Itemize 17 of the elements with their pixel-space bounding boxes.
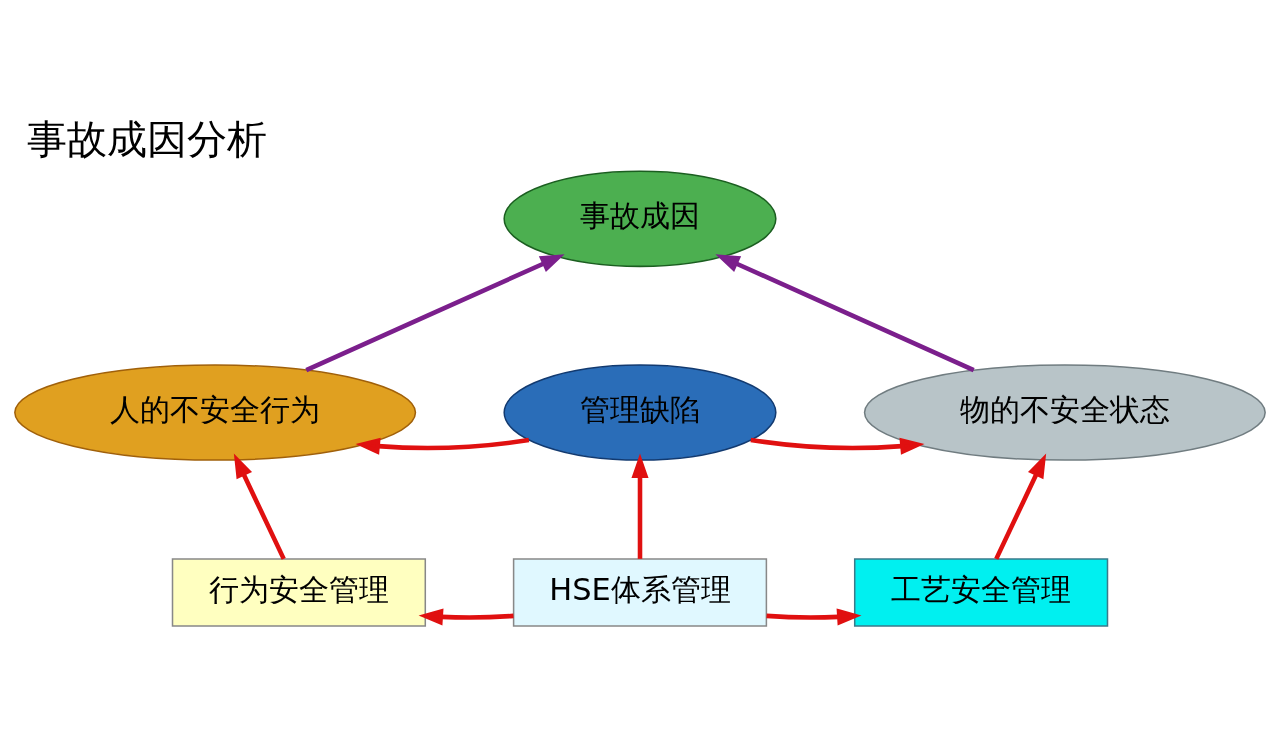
node-box: HSE体系管理	[512, 557, 768, 627]
node-ellipse: 人的不安全行为	[14, 363, 417, 461]
node-box: 工艺安全管理	[853, 557, 1109, 627]
node-box: 行为安全管理	[171, 557, 427, 627]
arrow	[631, 453, 649, 559]
node-ellipse: 物的不安全状态	[863, 363, 1266, 461]
arrow	[994, 453, 1047, 560]
arrow	[355, 437, 530, 455]
arrow	[305, 253, 565, 372]
arrow	[766, 607, 862, 625]
arrow	[418, 607, 514, 625]
node-ellipse: 事故成因	[503, 170, 777, 267]
arrow	[715, 253, 975, 372]
arrow	[233, 453, 286, 560]
node-ellipse: 管理缺陷	[503, 363, 777, 461]
arrow	[750, 437, 925, 455]
diagram-title: 事故成因分析	[27, 115, 268, 162]
